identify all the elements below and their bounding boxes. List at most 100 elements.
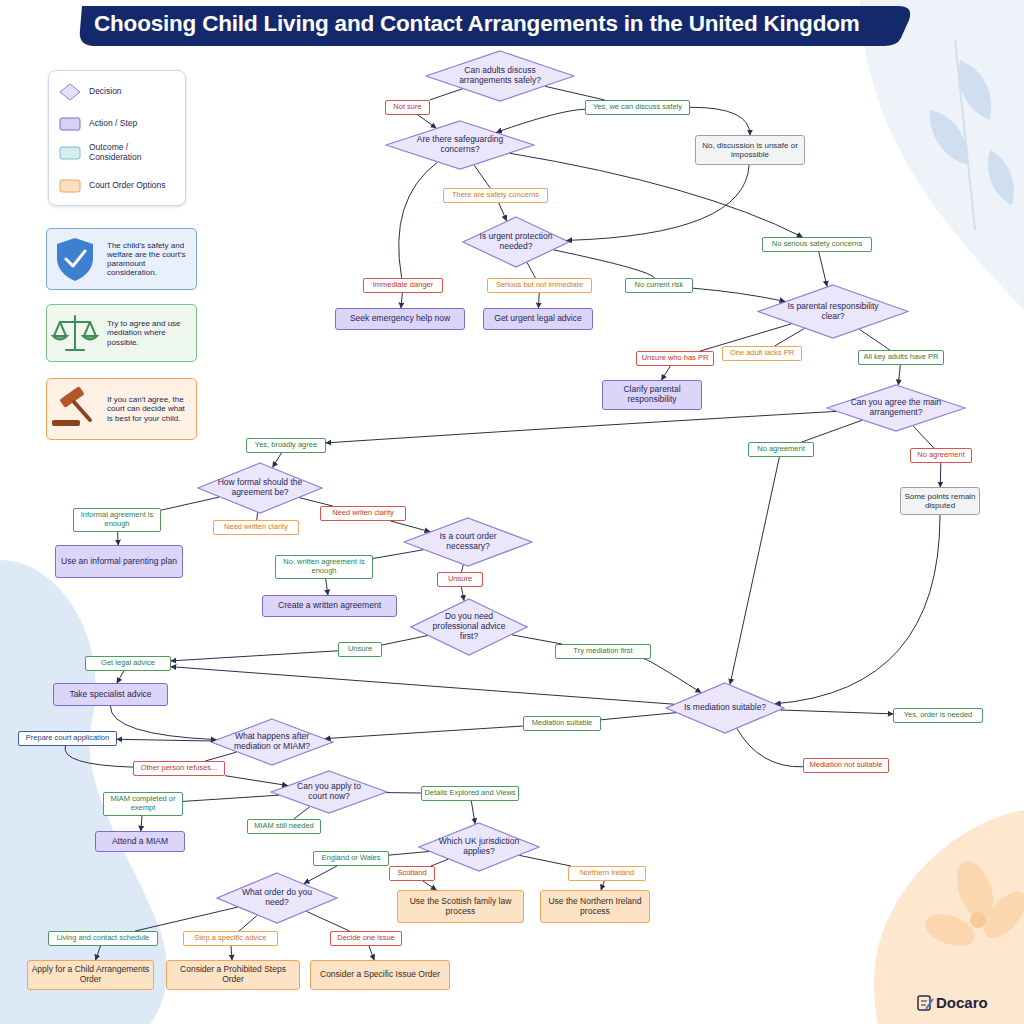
flow-connector xyxy=(898,365,900,385)
leaf-decoration xyxy=(930,40,1014,230)
node-text: Can you agree the main arrangement? xyxy=(846,398,947,418)
flow-connector xyxy=(819,252,827,286)
flow-connector xyxy=(326,579,328,595)
node-text: Mediation not suitable xyxy=(810,761,883,770)
node-text: Which UK jurisdiction applies? xyxy=(435,837,523,857)
flow-connector xyxy=(601,881,604,890)
node-text: Consider a Prohibited Steps Order xyxy=(169,965,297,985)
node-text: Is urgent protection needed? xyxy=(477,232,555,252)
node-text: Get legal advice xyxy=(101,659,155,668)
flow-connector xyxy=(775,515,940,704)
flow-connector xyxy=(239,916,257,932)
diamond-shape xyxy=(758,285,908,338)
flow-connector xyxy=(527,263,535,278)
flow-connector xyxy=(401,293,402,308)
diamond-shape xyxy=(271,771,387,813)
node-text: Are there safeguarding concerns? xyxy=(406,135,514,155)
flow-connector xyxy=(117,739,213,741)
node-text: Yes, we can discuss safely xyxy=(593,103,682,112)
answer-tag: Unsure who has PR xyxy=(636,351,714,366)
flow-connector xyxy=(231,946,232,960)
answer-tag: All key adults have PR xyxy=(858,350,944,365)
flow-connector xyxy=(96,946,101,960)
node-text: Unsure who has PR xyxy=(642,354,709,363)
flow-connector xyxy=(205,752,236,761)
answer-tag: Try mediation first xyxy=(555,644,651,659)
legend-text: Court Order Options xyxy=(89,181,179,191)
flower-decoration xyxy=(921,856,1024,952)
swatch-shape xyxy=(60,84,80,100)
action-box: Clarify parental responsibility xyxy=(602,380,702,410)
legend-text: Outcome / Consideration xyxy=(89,143,179,163)
answer-tag: Step a specific advice xyxy=(183,931,278,946)
answer-tag: Yes, order is needed xyxy=(893,708,983,723)
node-text: No serious safety concerns xyxy=(772,240,862,249)
node-text: If you can't agree, the court can decide… xyxy=(107,395,190,423)
flow-connector xyxy=(325,726,523,739)
decision-diamond: Can you agree the main arrangement? xyxy=(826,384,966,432)
diamond-shape xyxy=(666,683,784,733)
court-order-box: Use the Northern Ireland process xyxy=(540,890,650,923)
answer-tag: Mediation suitable xyxy=(523,716,601,731)
node-text: What happens after mediation or MIAM? xyxy=(227,732,316,752)
flow-connector xyxy=(369,946,374,960)
legend-swatch xyxy=(59,83,81,101)
node-text: Immediate danger xyxy=(373,281,433,290)
node-text: Try to agree and use mediation where pos… xyxy=(107,319,190,347)
flow-connector xyxy=(65,746,133,767)
node-text: Decide one issue xyxy=(337,934,395,943)
flow-connector xyxy=(567,165,749,240)
action-box: Create a written agreement xyxy=(262,595,397,617)
flow-connector xyxy=(662,366,671,380)
flow-connector xyxy=(183,795,279,801)
node-text: Prepare court application xyxy=(26,734,109,743)
answer-tag: Living and contact schedule xyxy=(48,931,158,946)
node-text: Not sure xyxy=(393,103,421,112)
scales-icon xyxy=(53,316,97,350)
flow-connector xyxy=(471,801,475,824)
shield-icon xyxy=(57,238,93,281)
flow-connector xyxy=(520,855,571,866)
decision-diamond: Is urgent protection needed? xyxy=(462,216,570,268)
answer-tag: Unsure xyxy=(338,642,382,657)
diamond-shape xyxy=(217,873,337,923)
node-text: Use an informal parenting plan xyxy=(61,557,177,567)
answer-tag: Unsure xyxy=(437,572,483,587)
flow-connector xyxy=(391,521,430,532)
answer-tag: Get legal advice xyxy=(85,656,171,671)
action-box: Take specialist advice xyxy=(53,683,168,706)
flow-connector xyxy=(399,162,437,278)
flow-connector xyxy=(273,453,282,467)
node-text: England or Wales xyxy=(322,854,381,863)
answer-tag: Other person refuses... xyxy=(133,761,225,776)
legend-swatch xyxy=(59,144,81,162)
diamond-shape xyxy=(426,51,574,101)
flow-connector xyxy=(601,713,676,720)
node-text: Some points remain disputed xyxy=(903,492,977,510)
node-text: There are safety concerns xyxy=(452,191,539,200)
legend-text: Action / Step xyxy=(89,119,179,129)
node-text: What order do you need? xyxy=(233,888,321,908)
legend-item: Action / Step xyxy=(59,115,179,133)
flow-connector xyxy=(418,115,436,128)
legend-swatch xyxy=(59,177,81,195)
action-box: Seek emergency help now xyxy=(335,308,465,330)
decision-diamond: Do you need professional advice first? xyxy=(410,598,528,656)
flow-connector xyxy=(431,859,448,866)
answer-tag: Mediation not suitable xyxy=(803,758,889,773)
node-text: MIAM still needed xyxy=(254,822,314,831)
action-box: Attend a MIAM xyxy=(95,831,185,852)
flow-connector xyxy=(499,203,507,221)
flow-connector xyxy=(802,420,862,442)
flow-connector xyxy=(430,89,463,100)
legend-text: Decision xyxy=(89,87,179,97)
legend-swatch xyxy=(59,115,81,133)
outcome-box: Some points remain disputed xyxy=(900,487,980,515)
answer-tag: MIAM still needed xyxy=(247,819,321,834)
answer-tag: Scotland xyxy=(389,866,435,881)
answer-tag: MIAM completed or exempt xyxy=(103,792,183,816)
diamond-shape xyxy=(198,463,322,513)
flow-connector xyxy=(423,881,436,890)
